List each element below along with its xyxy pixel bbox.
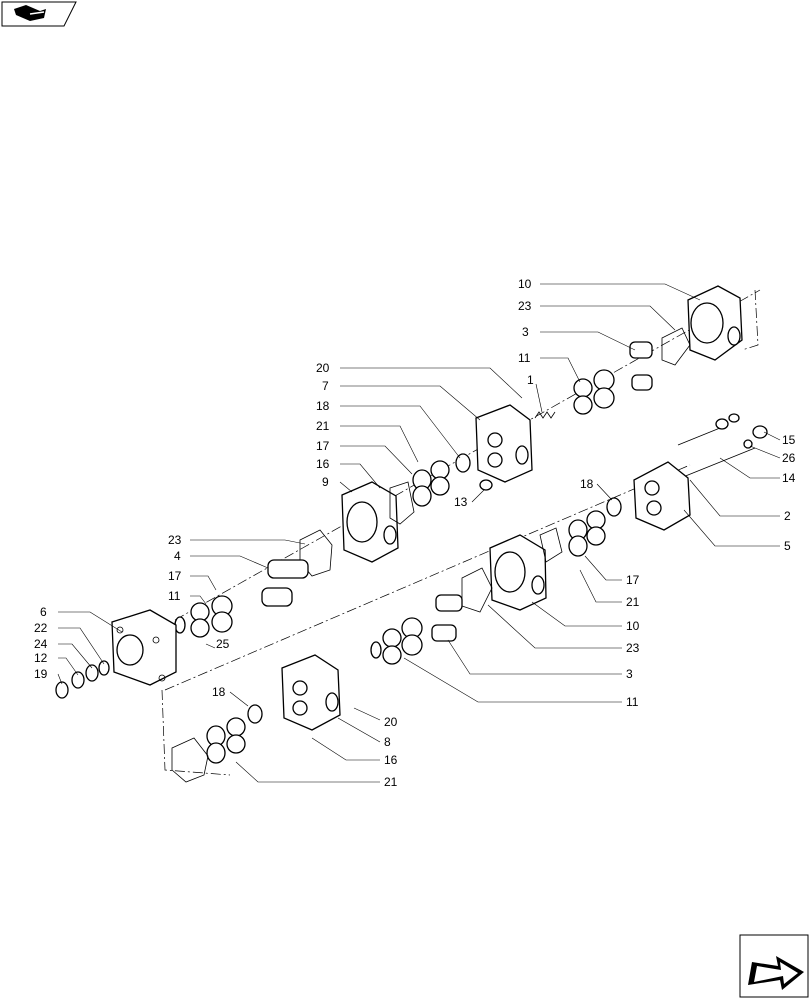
frame-line-left	[161, 689, 231, 776]
part-bushings-right	[568, 510, 606, 557]
callout-3-lower: 3	[626, 667, 633, 681]
part-body-8	[281, 654, 341, 731]
part-seal-23-lower-b	[539, 527, 563, 563]
part-bushings-11-top	[573, 369, 615, 415]
callout-13: 13	[454, 495, 468, 509]
callout-21-lower: 21	[384, 775, 398, 789]
part-valve-13	[479, 479, 493, 491]
part-bushings-left	[174, 595, 233, 638]
callout-labels: 10 23 3 11 20 1 7 18 21 17 16 9 13 23 4 …	[34, 277, 796, 789]
callout-16-mid: 16	[316, 457, 330, 471]
part-rings-left	[55, 660, 110, 699]
callout-23-lower: 23	[626, 641, 640, 655]
callout-12: 12	[34, 651, 48, 665]
callout-23-top: 23	[518, 299, 532, 313]
part-ring-18-lower	[247, 704, 263, 724]
callout-16-lower: 16	[384, 753, 398, 767]
part-shaft-gears-4	[261, 559, 309, 607]
part-seal-23-lower	[461, 567, 493, 613]
callout-24: 24	[34, 637, 48, 651]
callout-20-lower: 20	[384, 715, 398, 729]
callout-9: 9	[322, 475, 329, 489]
callout-15: 15	[782, 433, 796, 447]
callout-20-top: 20	[316, 361, 330, 375]
leader-lines	[57, 283, 781, 783]
next-page-arrow-icon[interactable]	[739, 934, 809, 998]
callout-19: 19	[34, 667, 48, 681]
callout-10-lower: 10	[626, 619, 640, 633]
part-seal-lower-left	[171, 737, 209, 783]
book-navigation-icon[interactable]	[1, 1, 77, 27]
part-body-9	[341, 481, 399, 563]
callout-6: 6	[40, 605, 47, 619]
part-flange-6	[111, 609, 177, 686]
callout-21-mid: 21	[316, 419, 330, 433]
callout-10-top: 10	[518, 277, 532, 291]
callout-8: 8	[384, 735, 391, 749]
callout-26: 26	[782, 451, 796, 465]
callout-1: 1	[527, 373, 534, 387]
part-shafts-14	[677, 413, 768, 478]
callout-25: 25	[216, 637, 230, 651]
frame-line-right	[741, 289, 759, 351]
part-body-7	[475, 404, 533, 483]
part-gears-3-lower	[431, 594, 463, 642]
callout-2: 2	[784, 509, 791, 523]
callout-3-top: 3	[522, 325, 529, 339]
part-ring-18-mid	[455, 453, 471, 473]
callout-11-lower: 11	[626, 695, 639, 709]
part-spring-1	[534, 411, 556, 419]
part-bushings-mid	[412, 460, 450, 507]
callout-11-top: 11	[518, 351, 531, 365]
part-ring-18-right	[606, 497, 622, 517]
callout-17-mid: 17	[316, 439, 330, 453]
center-line-upper	[174, 289, 761, 621]
part-bushings-11-lower	[370, 617, 423, 665]
callout-22: 22	[34, 621, 48, 635]
part-bushings-lower-left	[206, 717, 246, 764]
part-body-10-top	[687, 285, 743, 361]
callout-18-lower: 18	[212, 685, 226, 699]
center-line-lower	[164, 464, 691, 691]
callout-14: 14	[782, 471, 796, 485]
callout-11-left: 11	[168, 589, 181, 603]
part-seal-23-top	[661, 327, 691, 366]
part-body-10-lower	[489, 534, 547, 611]
callout-18-mid: 18	[316, 399, 330, 413]
callout-17-right: 17	[626, 573, 640, 587]
part-seal-16-mid	[389, 481, 415, 525]
part-gears-3-top	[629, 341, 653, 391]
callout-18-right: 18	[580, 477, 594, 491]
callout-4: 4	[174, 549, 181, 563]
callout-7: 7	[322, 379, 329, 393]
callout-23-left: 23	[168, 533, 182, 547]
callout-5: 5	[784, 539, 791, 553]
callout-17-left: 17	[168, 569, 182, 583]
part-cover-5	[633, 461, 691, 531]
callout-21-right: 21	[626, 595, 640, 609]
